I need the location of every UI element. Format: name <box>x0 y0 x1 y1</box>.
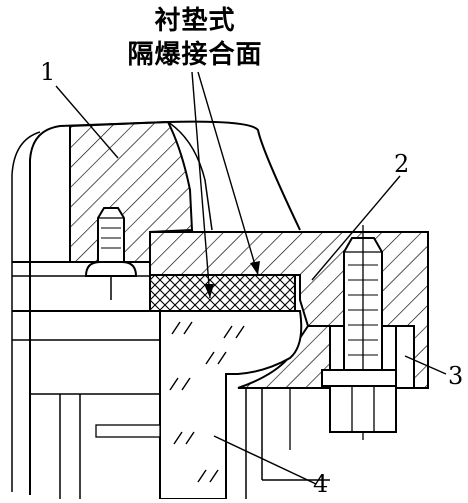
housing-inner-wall <box>11 131 41 492</box>
hex-nut <box>329 385 397 433</box>
callout-part-4: 4 <box>313 470 329 498</box>
left-stud-bolt <box>97 207 125 262</box>
callout-part-1: 1 <box>40 58 56 86</box>
callout-part-2: 2 <box>394 150 410 178</box>
leader-lines <box>55 71 447 485</box>
gasket-strip <box>149 274 296 312</box>
lock-tab <box>395 325 415 389</box>
title-line-1: 衬垫式 <box>154 6 236 36</box>
glass-shading-marks <box>169 321 245 483</box>
housing-outline <box>29 120 301 495</box>
title-line-2: 隔爆接合面 <box>127 40 263 70</box>
washer <box>321 369 405 387</box>
left-bolt-head <box>84 261 138 277</box>
housing-curved-edge <box>167 121 213 231</box>
glass-window <box>159 310 303 500</box>
callout-part-3: 3 <box>448 362 464 390</box>
